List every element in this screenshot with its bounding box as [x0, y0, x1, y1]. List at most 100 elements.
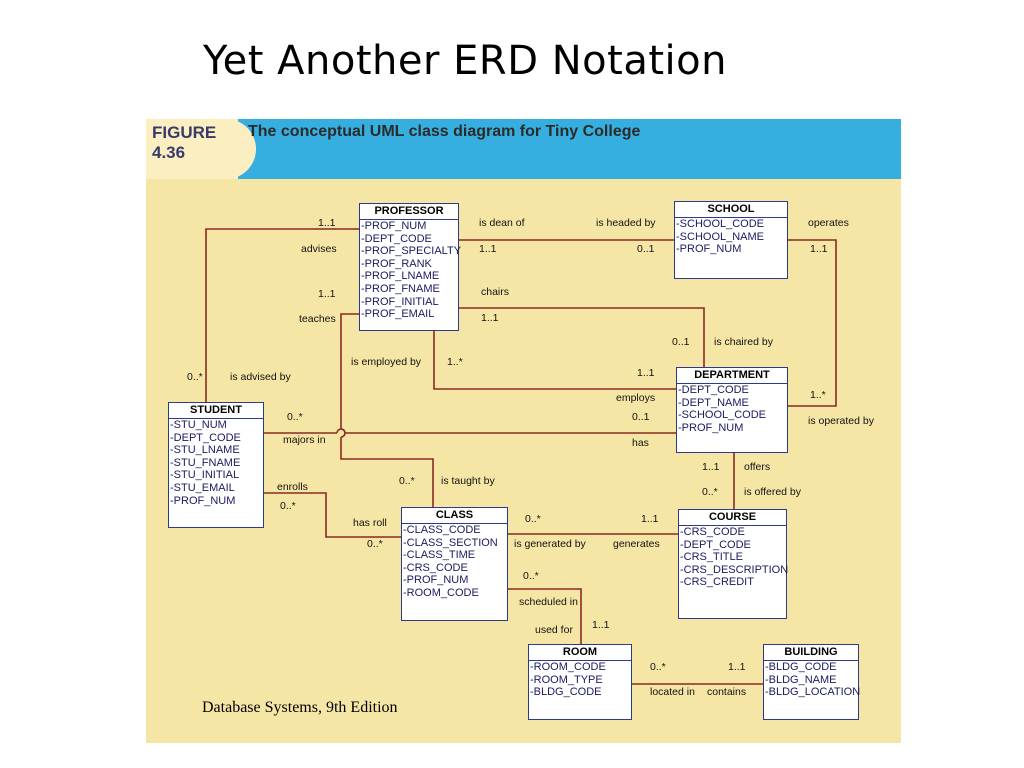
entity-school: SCHOOL -SCHOOL_CODE -SCHOOL_NAME -PROF_N… [674, 201, 788, 279]
label-majors-in: majors in [283, 434, 326, 446]
attribute: -PROF_RANK [361, 257, 432, 270]
line-majors-hop [336, 428, 346, 434]
entity-building: BUILDING -BLDG_CODE -BLDG_NAME -BLDG_LOC… [763, 644, 861, 720]
mult-has-roll: 0..* [367, 538, 383, 550]
attribute: -ROOM_CODE [530, 661, 606, 673]
mult-advises: 1..1 [318, 217, 336, 229]
attribute: -BLDG_CODE [530, 686, 602, 699]
label-contains: contains [707, 686, 747, 698]
attribute: -SCHOOL_CODE [676, 218, 765, 230]
attribute: -PROF_NUM [676, 243, 742, 256]
entity-student: STUDENT -STU_NUM -DEPT_CODE -STU_LNAME -… [168, 402, 264, 528]
figure-caption: The conceptual UML class diagram for Tin… [248, 123, 641, 140]
attribute: -PROF_FNAME [361, 282, 440, 295]
attribute: -BLDG_LOCATION [765, 686, 861, 699]
label-generates: generates [613, 538, 660, 550]
label-teaches: teaches [299, 313, 336, 325]
mult-chairs: 1..1 [481, 312, 499, 324]
entity-name: PROFESSOR [360, 204, 458, 220]
entity-name: DEPARTMENT [677, 368, 787, 384]
mult-operates: 1..1 [810, 243, 828, 255]
mult-taught: 0..* [399, 475, 415, 487]
entity-course: COURSE -CRS_CODE -DEPT_CODE -CRS_TITLE -… [678, 509, 789, 619]
attribute: -CRS_CREDIT [680, 576, 754, 589]
entity-class: CLASS -CLASS_CODE -CLASS_SECTION -CLASS_… [401, 507, 508, 621]
attribute: -CRS_DESCRIPTION [680, 563, 789, 576]
attribute: -DEPT_CODE [678, 384, 749, 396]
attribute: -BLDG_CODE [765, 661, 837, 673]
mult-scheduled: 0..* [523, 570, 539, 582]
mult-employed: 1..* [447, 356, 463, 368]
label-is-generated-by: is generated by [514, 538, 586, 550]
line-advises [205, 228, 359, 404]
label-is-offered-by: is offered by [744, 486, 802, 498]
label-enrolls: enrolls [277, 481, 308, 493]
attribute: -SCHOOL_NAME [676, 230, 765, 243]
label-advises: advises [301, 243, 337, 255]
entity-name: COURSE [679, 510, 786, 526]
attribute: -STU_FNAME [170, 456, 241, 469]
label-chairs: chairs [481, 286, 510, 298]
attribute: -DEPT_CODE [170, 431, 241, 444]
label-is-headed-by: is headed by [596, 217, 656, 229]
mult-offers: 1..1 [702, 461, 720, 473]
entity-name: SCHOOL [675, 202, 787, 218]
label-operates: operates [808, 217, 849, 229]
figure-label: FIGURE 4.36 [152, 123, 217, 162]
attribute: -PROF_NUM [403, 574, 469, 587]
entity-department: DEPARTMENT -DEPT_CODE -DEPT_NAME -SCHOOL… [676, 367, 788, 453]
label-is-operated-by: is operated by [808, 415, 874, 427]
line-teaches [340, 313, 359, 429]
relationship-lines [205, 228, 837, 685]
slide-title: Yet Another ERD Notation [203, 38, 727, 84]
mult-dean: 1..1 [479, 243, 497, 255]
mult-located: 0..* [650, 661, 666, 673]
attribute: -STU_EMAIL [170, 481, 235, 494]
entity-name: BUILDING [764, 645, 858, 661]
attribute: -ROOM_TYPE [530, 673, 603, 686]
attribute: -PROF_NUM [170, 494, 236, 507]
attribute: -PROF_INITIAL [361, 295, 439, 308]
attribute: -SCHOOL_CODE [678, 409, 767, 422]
attribute: -BLDG_NAME [765, 673, 837, 686]
attribute: -CLASS_CODE [403, 524, 481, 536]
line-chairs [459, 307, 705, 367]
mult-enrolls: 0..* [280, 500, 296, 512]
entity-professor: PROFESSOR -PROF_NUM -DEPT_CODE -PROF_SPE… [359, 203, 462, 331]
mult-operated: 1..* [810, 389, 826, 401]
label-used-for: used for [535, 624, 573, 636]
mult-majors: 0..* [287, 411, 303, 423]
attribute: -DEPT_CODE [361, 232, 432, 245]
attribute: -STU_INITIAL [170, 469, 240, 482]
line-enrolls [264, 492, 401, 538]
mult-chaired: 0..1 [672, 336, 690, 348]
attribute: -CLASS_TIME [403, 549, 476, 562]
attribute: -DEPT_CODE [680, 538, 751, 551]
attribute: -PROF_NUM [678, 421, 744, 434]
attribute: -CRS_CODE [680, 526, 745, 538]
attribute: -ROOM_CODE [403, 586, 479, 599]
attribute: -STU_LNAME [170, 444, 240, 457]
label-has: has [632, 437, 649, 449]
label-is-chaired-by: is chaired by [714, 336, 773, 348]
label-employs: employs [616, 392, 656, 404]
attribute: -STU_NUM [170, 419, 227, 431]
mult-contains: 1..1 [728, 661, 746, 673]
attribute: -PROF_LNAME [361, 270, 440, 283]
attribute: -PROF_NUM [361, 220, 427, 232]
attribute: -PROF_SPECIALTY [361, 245, 462, 258]
attribute: -CLASS_SECTION [403, 536, 498, 549]
label-scheduled-in: scheduled in [519, 596, 578, 608]
label-offers: offers [744, 461, 771, 473]
attribute: -PROF_EMAIL [361, 308, 435, 321]
attribute: -CRS_TITLE [680, 551, 743, 564]
entity-room: ROOM -ROOM_CODE -ROOM_TYPE -BLDG_CODE [528, 644, 632, 720]
attribute: -CRS_CODE [403, 561, 468, 574]
label-is-employed-by: is employed by [351, 356, 422, 368]
entity-name: CLASS [402, 508, 507, 524]
mult-has: 0..1 [632, 411, 650, 423]
line-teaches-lower [340, 437, 434, 507]
line-operates [788, 239, 837, 407]
line-scheduled [508, 588, 582, 644]
label-located-in: located in [650, 686, 695, 698]
